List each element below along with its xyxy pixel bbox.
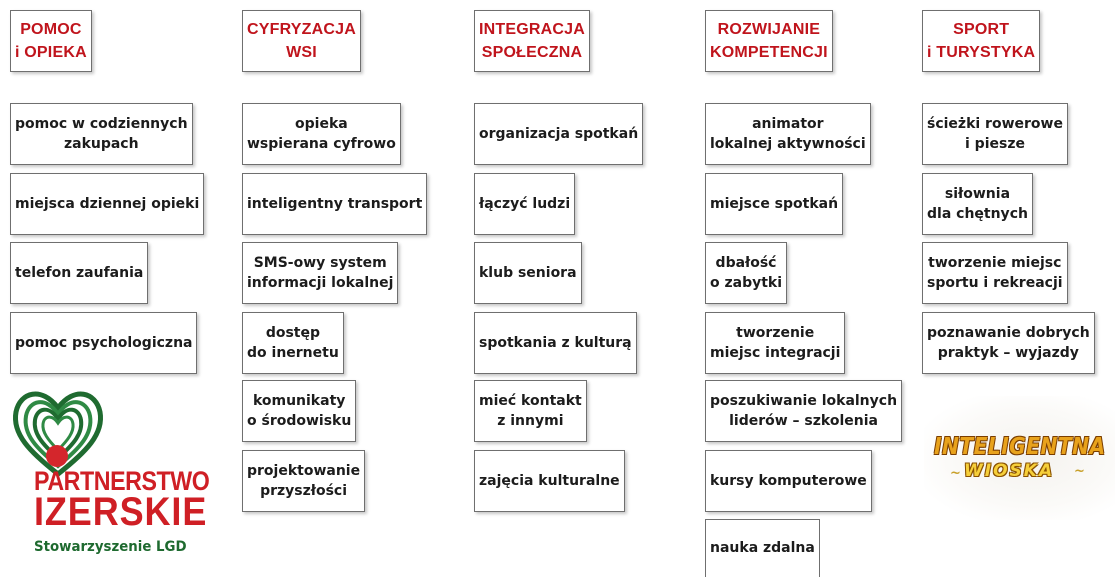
partnerstwo-izerskie-logo: PARTNERSTWO IZERSKIE Stowarzyszenie LGD bbox=[8, 382, 220, 572]
logo-line-2: WIOSKA bbox=[964, 461, 1055, 481]
item-card: projektowanie przyszłości bbox=[242, 450, 366, 512]
item-card: siłownia dla chętnych bbox=[922, 173, 1033, 235]
item-card: pomoc w codziennych zakupach bbox=[10, 103, 193, 165]
item-card: dbałość o zabytki bbox=[705, 242, 788, 304]
logo-line-1: PARTNERSTWO bbox=[34, 466, 210, 496]
column-header: ROZWIJANIE KOMPETENCJI bbox=[705, 10, 833, 72]
inteligentna-wioska-logo: ~ ~ INTELIGENTNA WIOSKA bbox=[924, 396, 1115, 520]
item-card: tworzenie miejsc sportu i rekreacji bbox=[922, 242, 1068, 304]
item-card: klub seniora bbox=[474, 242, 582, 304]
item-card: ścieżki rowerowe i piesze bbox=[922, 103, 1068, 165]
item-card: komunikaty o środowisku bbox=[242, 380, 357, 442]
item-card: opieka wspierana cyfrowo bbox=[242, 103, 401, 165]
item-card: zajęcia kulturalne bbox=[474, 450, 625, 512]
column-header: CYFRYZACJA WSI bbox=[242, 10, 361, 72]
item-card: poszukiwanie lokalnych liderów – szkolen… bbox=[705, 380, 903, 442]
item-card: poznawanie dobrych praktyk – wyjazdy bbox=[922, 312, 1095, 374]
item-card: tworzenie miejsc integracji bbox=[705, 312, 846, 374]
column-header: POMOC i OPIEKA bbox=[10, 10, 92, 72]
sparkle-icon: ~ bbox=[1074, 464, 1085, 479]
item-card: telefon zaufania bbox=[10, 242, 149, 304]
item-card: miejsca dziennej opieki bbox=[10, 173, 205, 235]
logo-line-2: IZERSKIE bbox=[34, 490, 208, 534]
heart-leaf-icon bbox=[12, 391, 104, 478]
logo-line-3: Stowarzyszenie LGD bbox=[34, 539, 187, 555]
item-card: inteligentny transport bbox=[242, 173, 428, 235]
logo-background bbox=[924, 396, 1115, 520]
item-card: dostęp do inernetu bbox=[242, 312, 344, 374]
item-card: mieć kontakt z innymi bbox=[474, 380, 587, 442]
item-card: nauka zdalna bbox=[705, 519, 820, 577]
item-card: kursy komputerowe bbox=[705, 450, 872, 512]
item-card: spotkania z kulturą bbox=[474, 312, 637, 374]
logo-line-1: INTELIGENTNA bbox=[934, 434, 1106, 460]
item-card: miejsce spotkań bbox=[705, 173, 844, 235]
item-card: pomoc psychologiczna bbox=[10, 312, 198, 374]
column-header: INTEGRACJA SPOŁECZNA bbox=[474, 10, 591, 72]
item-card: łączyć ludzi bbox=[474, 173, 576, 235]
item-card: organizacja spotkań bbox=[474, 103, 644, 165]
item-card: SMS-owy system informacji lokalnej bbox=[242, 242, 399, 304]
item-card: animator lokalnej aktywności bbox=[705, 103, 871, 165]
sparkle-icon: ~ bbox=[950, 466, 961, 481]
column-header: SPORT i TURYSTYKA bbox=[922, 10, 1041, 72]
